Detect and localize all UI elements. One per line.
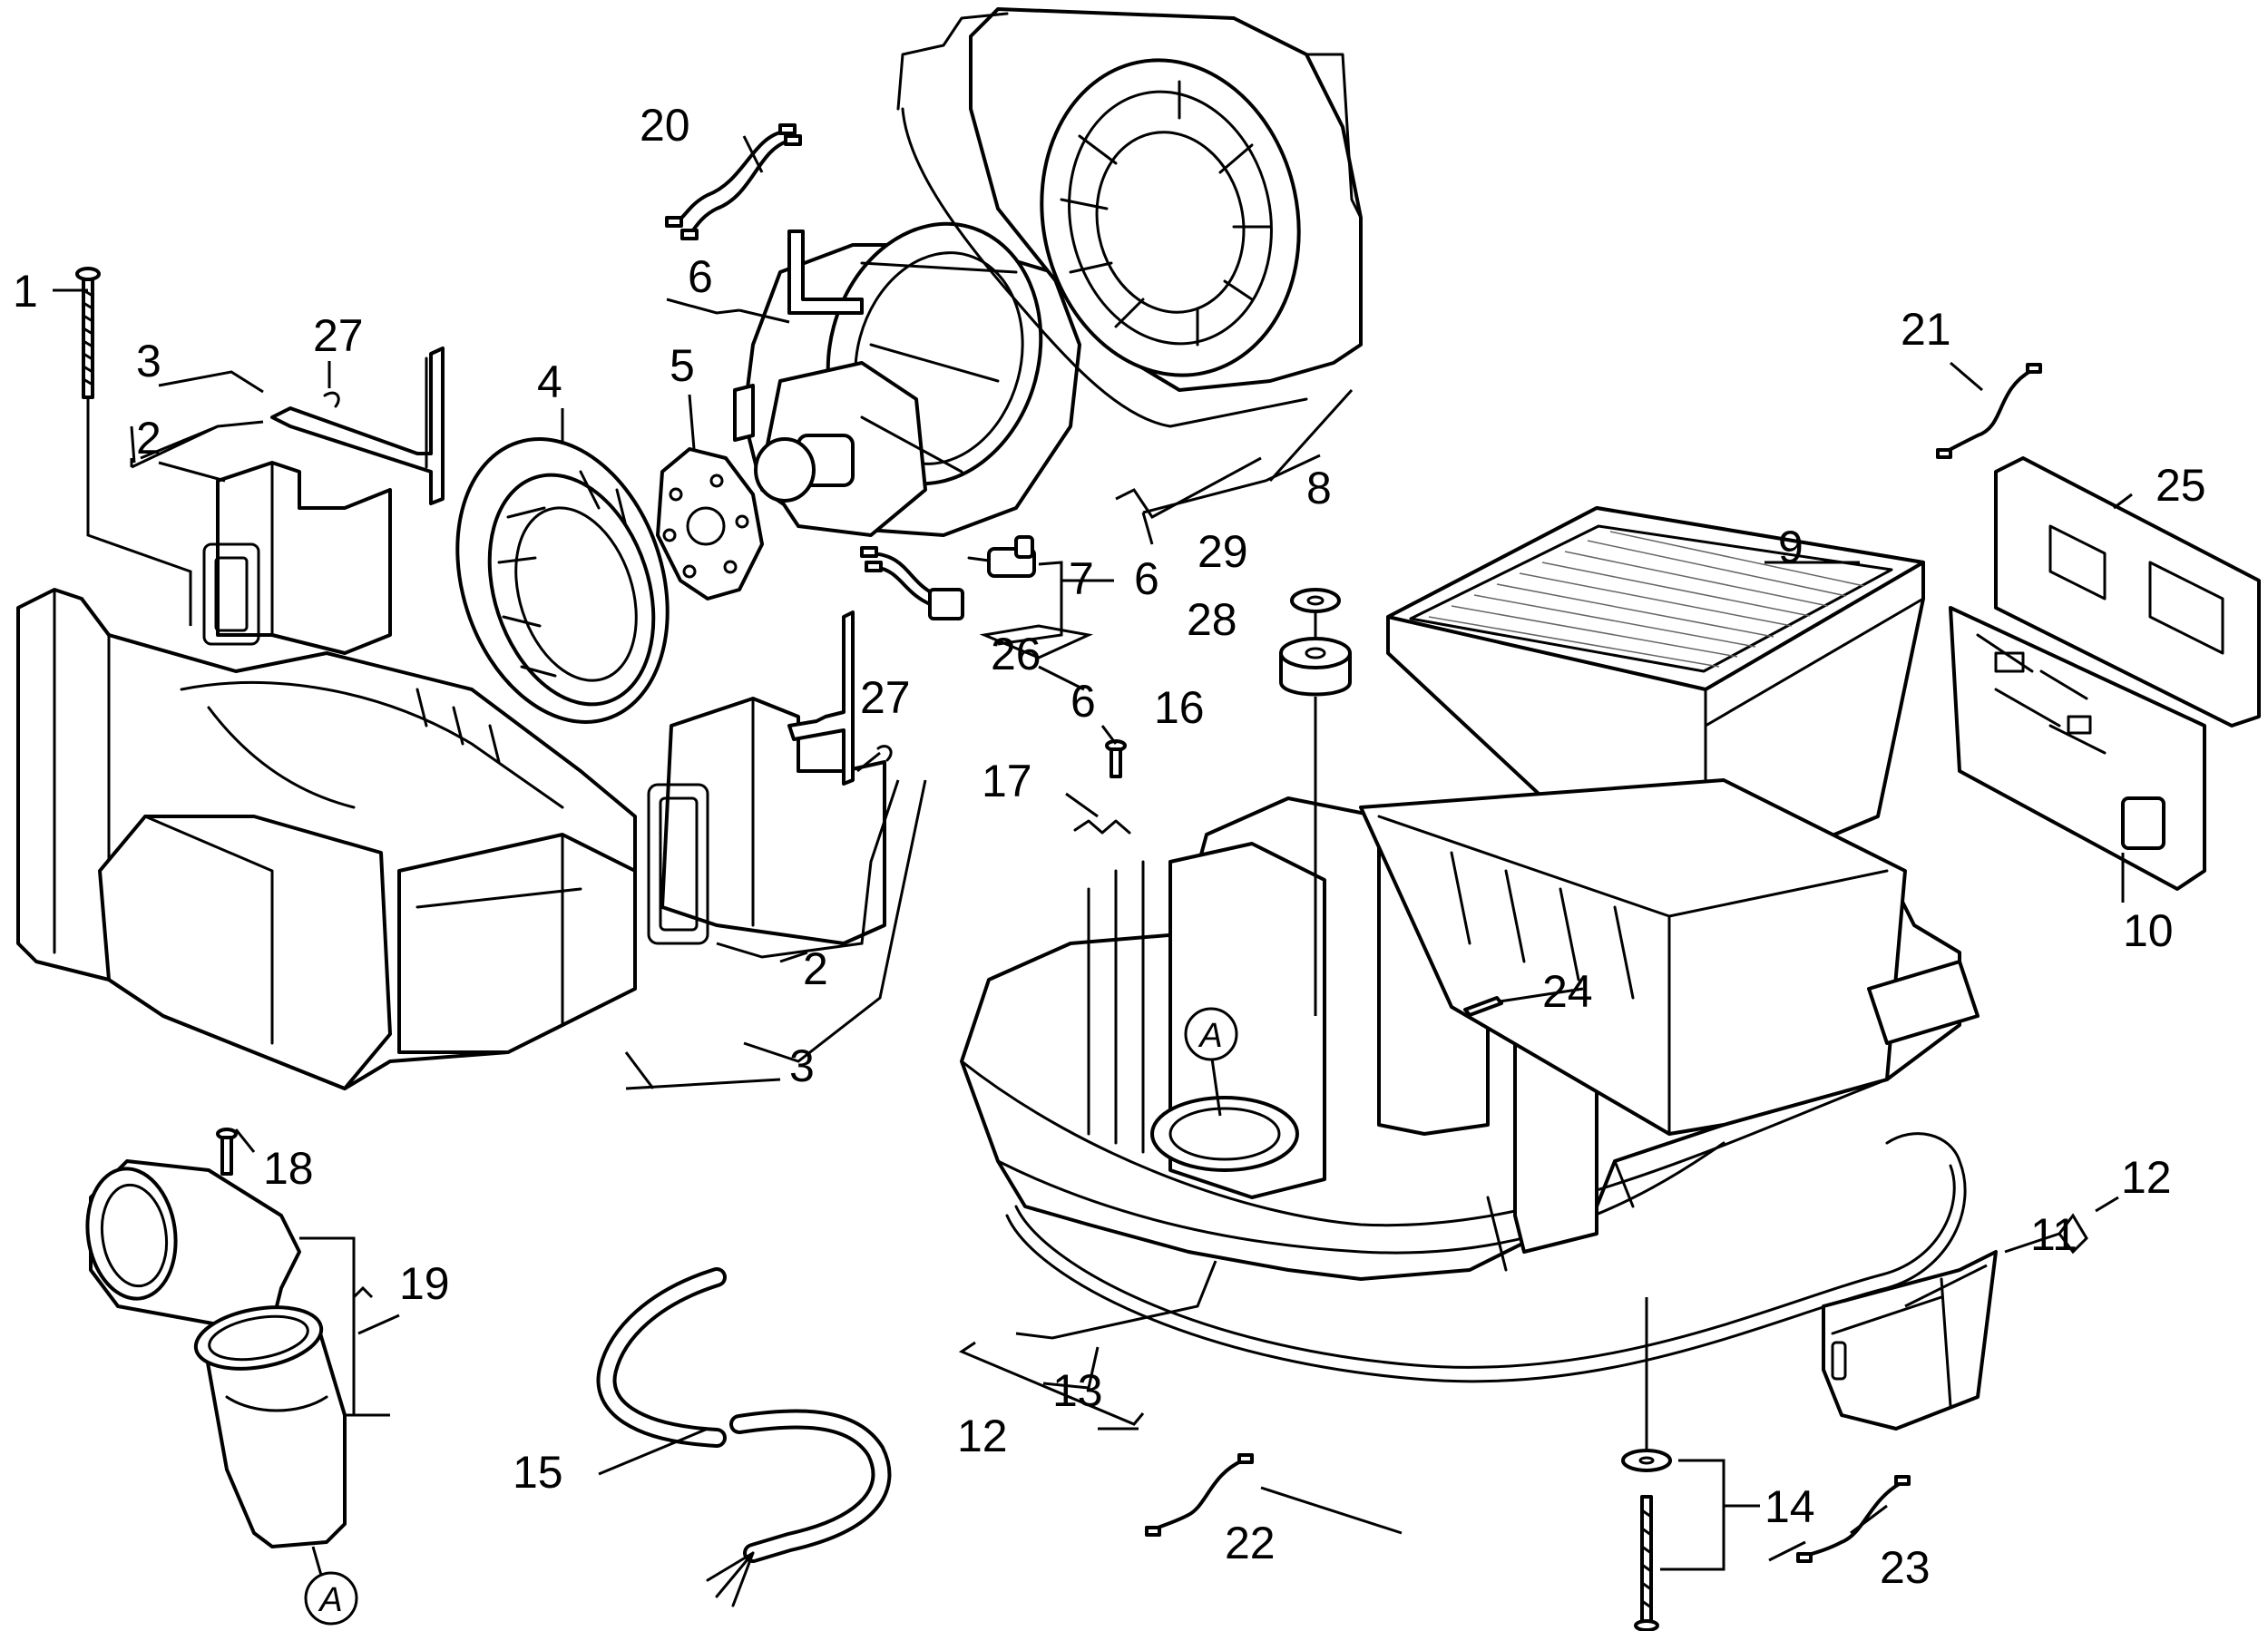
label-part-6-switch: 6 [1134, 553, 1159, 604]
cover-part-25 [1994, 456, 2261, 728]
label-part-4: 4 [537, 356, 562, 407]
label-part-21: 21 [1901, 304, 1951, 355]
base-housing-part-12 [960, 778, 1980, 1281]
label-part-26: 26 [991, 629, 1041, 679]
pin-part-24 [1463, 996, 1503, 1017]
wire-part-22 [1145, 1453, 1254, 1537]
label-part-19: 19 [399, 1258, 450, 1309]
capacitor-part-7 [967, 535, 1036, 578]
filter-pleats [1428, 531, 1865, 668]
label-part-20: 20 [640, 100, 690, 151]
label-part-6-connector: 6 [1070, 676, 1096, 727]
screw-washer-part-14 [1621, 1449, 1672, 1631]
label-part-6-motor: 6 [688, 251, 713, 302]
reference-marker-a-elbow: A [304, 1571, 358, 1626]
screw-part-16 [1105, 739, 1127, 778]
clip-part-27-right [876, 745, 893, 762]
clip-part-17 [1073, 819, 1131, 835]
right-bracket-part-3 [787, 610, 855, 786]
label-part-1: 1 [13, 266, 38, 317]
reference-marker-a-base: A [1184, 1007, 1238, 1061]
connector-part-26 [860, 546, 964, 620]
label-part-2-left: 2 [136, 413, 161, 464]
filter-part-9 [1386, 506, 1925, 909]
leader-lines [53, 135, 2133, 1579]
part-labels: 1 3 2 27 4 5 6 20 8 7 6 26 6 16 17 27 29… [13, 100, 2206, 1593]
reference-label-a-base: A [1198, 1017, 1222, 1055]
wire-part-21 [1936, 363, 2042, 459]
label-part-12-base: 12 [957, 1411, 1008, 1461]
label-part-29: 29 [1198, 526, 1248, 577]
label-part-16: 16 [1154, 682, 1205, 733]
label-part-23: 23 [1880, 1542, 1931, 1593]
label-part-14: 14 [1765, 1481, 1815, 1532]
label-part-9: 9 [1778, 522, 1804, 572]
fan-ring-part-4 [455, 437, 670, 724]
label-part-3-left: 3 [136, 336, 161, 386]
label-part-12-side: 12 [2121, 1152, 2172, 1203]
cable-part-15 [596, 1267, 892, 1607]
label-part-22: 22 [1225, 1518, 1276, 1568]
clip-part-27-left [323, 391, 340, 408]
label-part-5: 5 [670, 340, 695, 391]
label-part-15: 15 [513, 1447, 563, 1498]
label-part-27-right: 27 [860, 672, 911, 723]
label-part-24: 24 [1542, 966, 1593, 1017]
screw-part-1 [75, 267, 101, 399]
wire-part-23 [1796, 1475, 1911, 1563]
motor-part-6 [733, 221, 1081, 537]
elbow-part-19 [85, 1159, 347, 1548]
circuit-board-part-10 [1949, 606, 2206, 891]
left-duct-clip-part-2 [202, 461, 392, 655]
wire-part-20 [665, 123, 802, 240]
brush-plate-part-5 [656, 447, 764, 601]
label-part-17: 17 [982, 756, 1032, 806]
label-part-8: 8 [1306, 463, 1332, 513]
label-part-3-right: 3 [789, 1040, 815, 1091]
label-part-10: 10 [2123, 905, 2174, 956]
label-part-28: 28 [1187, 594, 1237, 645]
seal-part-13 [1005, 1132, 1967, 1383]
grommet-part-28 [1279, 637, 1352, 697]
label-part-7: 7 [1069, 553, 1094, 604]
washer-part-29 [1290, 588, 1341, 613]
screw-part-18 [216, 1128, 238, 1176]
label-part-27-left: 27 [313, 310, 364, 361]
label-part-2-right: 2 [803, 943, 828, 994]
label-part-11: 11 [2030, 1209, 2077, 1260]
label-part-25: 25 [2156, 460, 2206, 511]
fan-housing-part-8 [896, 7, 1363, 428]
side-cover-part-11 [1822, 1250, 1998, 1431]
left-shroud-housing [16, 588, 637, 1090]
right-duct-clip-part-2 [647, 697, 886, 945]
left-bracket-part-3 [270, 347, 445, 505]
reference-label-a-elbow: A [318, 1581, 342, 1619]
label-part-18: 18 [263, 1143, 314, 1194]
label-part-13: 13 [1052, 1365, 1103, 1416]
